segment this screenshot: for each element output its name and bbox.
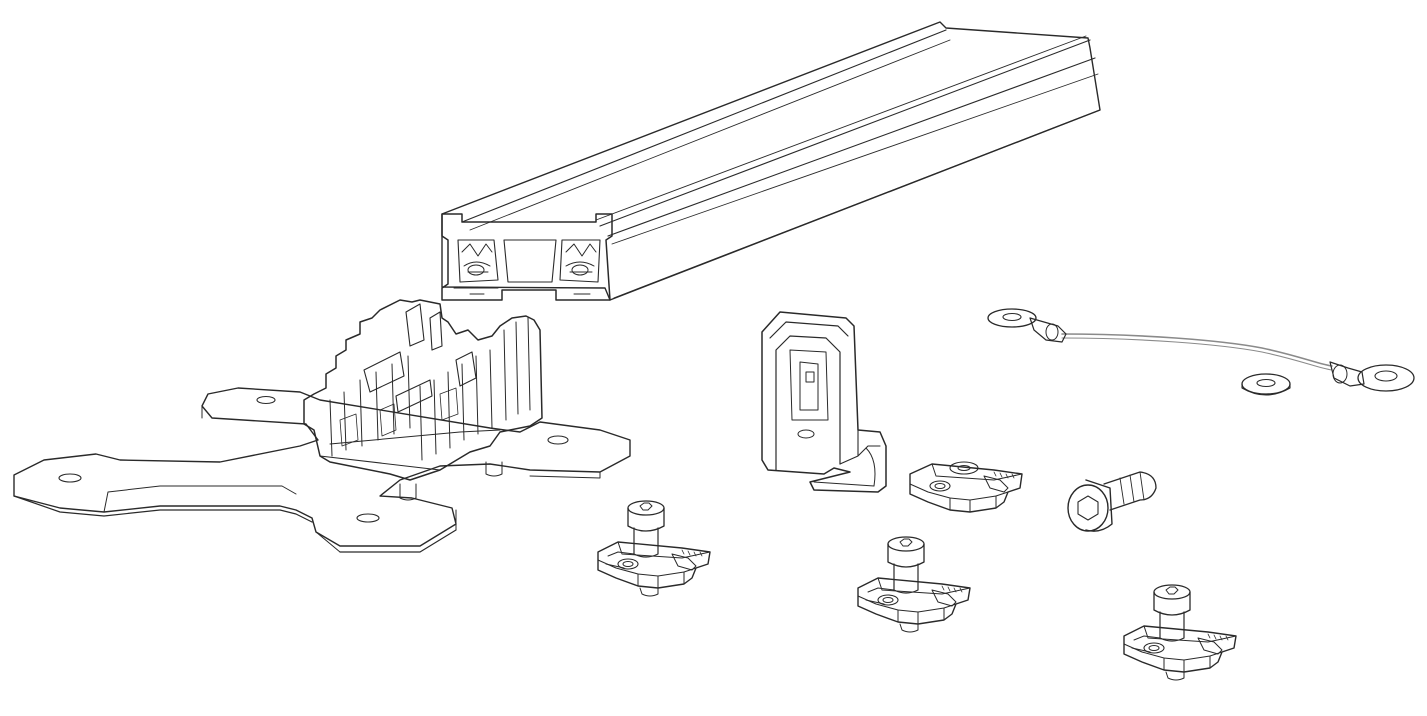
washer-icon xyxy=(1241,373,1291,396)
grounding-cable-icon xyxy=(987,308,1415,392)
clip-bracket-icon xyxy=(303,299,543,481)
t-nut-clamp-with-bolt xyxy=(857,536,971,633)
t-nut-clamp-icon xyxy=(597,461,1237,681)
t-nut-clamp-with-bolt xyxy=(597,500,711,597)
t-nut-clamp-with-bolt xyxy=(1123,584,1237,681)
rail-profile-icon xyxy=(441,21,1101,301)
mounting-plate-icon xyxy=(13,387,631,553)
end-clamp-icon xyxy=(761,311,887,493)
hex-socket-bolt-icon xyxy=(1067,471,1157,532)
